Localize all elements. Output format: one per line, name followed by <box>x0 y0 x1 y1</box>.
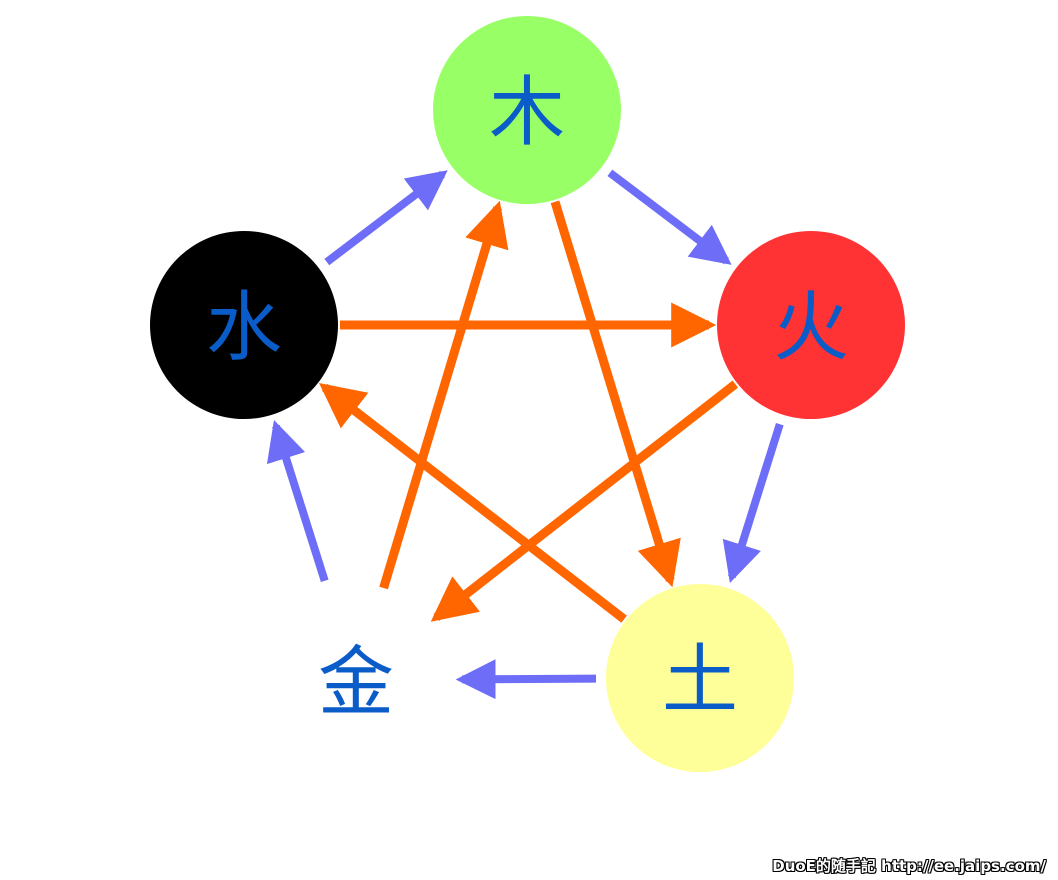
node-fire-label: 火 <box>773 283 849 372</box>
node-earth: 土 <box>606 584 794 772</box>
generating-arrow-wood-to-fire <box>607 169 732 265</box>
generating-arrow-earth-to-metal <box>455 659 597 700</box>
node-earth-circle <box>606 584 794 772</box>
node-wood: 木 <box>433 16 621 204</box>
node-water-circle <box>150 231 338 419</box>
generating-arrow-fire-to-earth <box>722 423 784 584</box>
generating-arrow-metal-to-water <box>266 419 329 583</box>
controlling-arrow-earth-to-water <box>319 382 627 623</box>
node-wood-label: 木 <box>489 68 565 157</box>
node-fire-circle <box>717 231 905 419</box>
node-water: 水 <box>150 231 338 419</box>
node-water-label: 水 <box>206 283 282 372</box>
generating-arrow-water-to-wood <box>324 170 448 266</box>
controlling-arrow-wood-to-earth <box>550 200 681 588</box>
generating-cycle-arrows <box>266 169 784 700</box>
controlling-arrow-metal-to-wood <box>379 200 509 590</box>
watermark-text: DuoE的随手記 http://ee.jaips.com/ <box>772 857 1046 875</box>
controlling-arrow-fire-to-metal <box>430 380 739 622</box>
node-earth-label: 土 <box>662 636 738 725</box>
node-metal-circle <box>262 586 450 774</box>
node-wood-circle <box>433 16 621 204</box>
node-fire: 火 <box>717 231 905 419</box>
element-nodes: 木 火 土 金 水 <box>150 16 905 774</box>
controlling-cycle-arrows <box>319 200 739 623</box>
node-metal-label: 金 <box>318 638 394 727</box>
node-metal: 金 <box>262 586 450 774</box>
